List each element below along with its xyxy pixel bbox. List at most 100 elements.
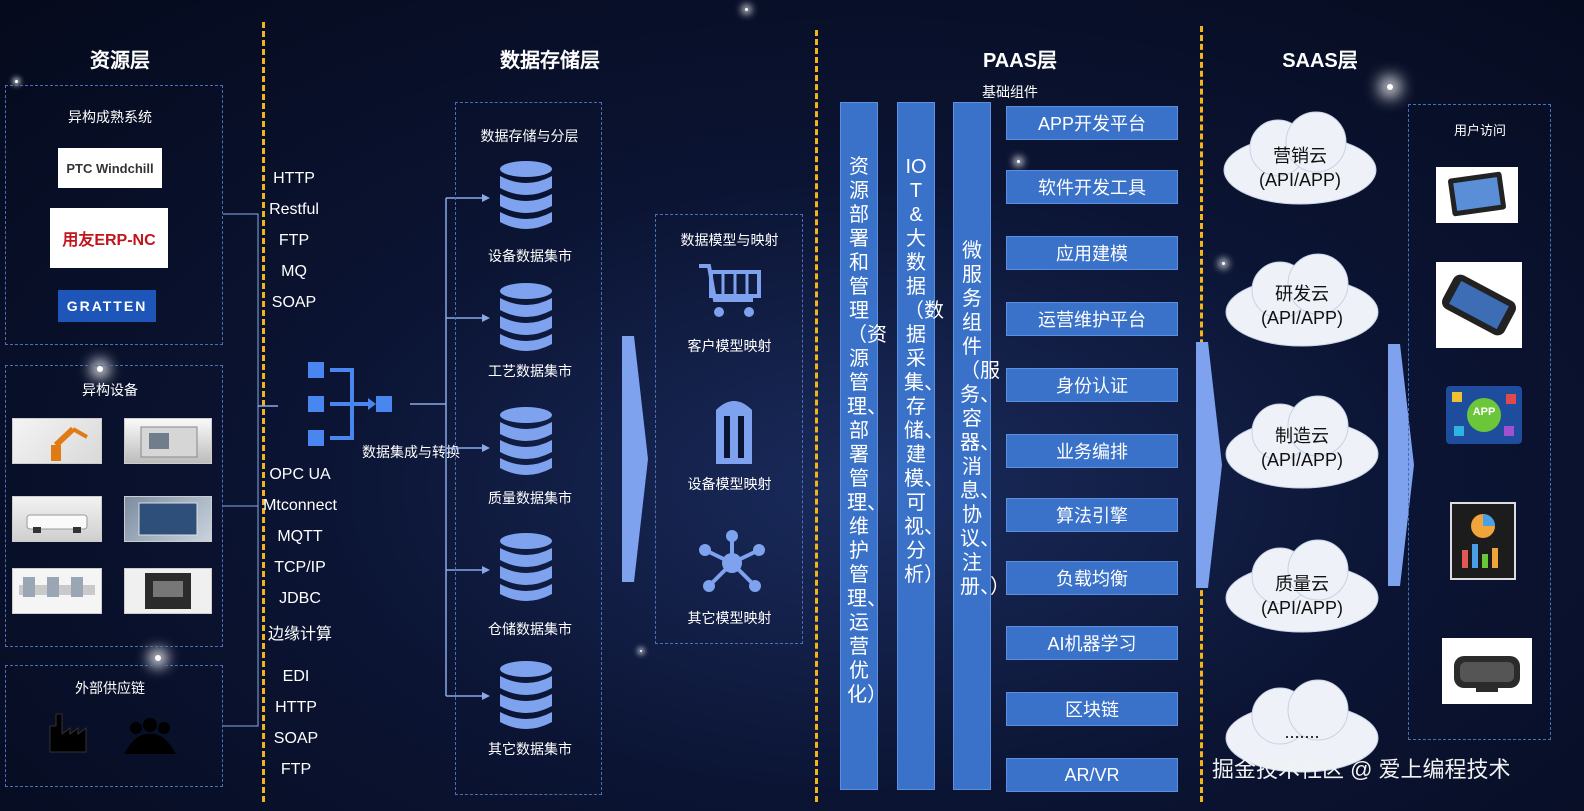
dashboard-tablet-icon <box>1450 502 1516 580</box>
microservice-bar: 微服务组件（服务、容器、消息、协议、注册、） <box>953 102 1010 790</box>
star <box>155 655 161 661</box>
shopping-cart-icon <box>697 262 763 320</box>
component-identity-auth: 身份认证 <box>1006 368 1178 402</box>
data-storage-box <box>455 102 602 795</box>
data-model-box <box>655 214 803 644</box>
network-hub-icon <box>697 530 767 596</box>
resource-layer-title: 资源层 <box>90 48 150 72</box>
database-icon <box>498 282 554 354</box>
quality-cloud: 质量云 (API/APP) <box>1222 536 1382 636</box>
base-components-label: 基础组件 <box>982 85 1038 101</box>
data-integration-label: 数据集成与转换 <box>362 445 460 461</box>
protocol-label: Mtconnect <box>263 497 337 514</box>
yonyou-erp-logo: 用友ERP-NC <box>50 208 168 268</box>
data-mart-label: 工艺数据集市 <box>488 364 572 380</box>
resource-deployment-text: 资源部署和管理（资源管理、部署管理、维护管理、运营优化） <box>847 156 887 706</box>
component-load-balance: 负载均衡 <box>1006 561 1178 595</box>
vr-headset-icon <box>1442 638 1532 704</box>
heterogeneous-devices-box <box>5 365 223 647</box>
cnc-machine-image <box>124 418 212 464</box>
protocol-label: Restful <box>269 201 319 218</box>
star <box>1222 262 1225 265</box>
iot-bigdata-bar: IOT&大数据（数据采集、存储、建模、可视、分析） <box>897 102 944 790</box>
manufacturing-cloud: 制造云 (API/APP) <box>1222 392 1382 492</box>
smartphone-icon <box>1436 262 1522 348</box>
protocol-label: HTTP <box>273 170 315 187</box>
data-mart-label: 其它数据集市 <box>488 742 572 758</box>
heterogeneous-systems-title: 异构成熟系统 <box>68 110 152 126</box>
data-mart-label: 质量数据集市 <box>488 491 572 507</box>
star <box>1017 160 1020 163</box>
3d-printer-image <box>124 568 212 614</box>
rnd-cloud: 研发云 (API/APP) <box>1222 250 1382 350</box>
data-mart-label: 设备数据集市 <box>488 249 572 265</box>
protocol-label: HTTP <box>275 699 317 716</box>
people-group-icon <box>122 716 178 754</box>
more-cloud: ....... <box>1222 676 1382 776</box>
database-icon <box>498 406 554 478</box>
protocol-label: FTP <box>278 232 310 249</box>
protocol-label: MQ <box>281 263 307 280</box>
production-line-image <box>12 568 102 614</box>
protocol-label: FTP <box>280 761 312 778</box>
component-ar-vr: AR/VR <box>1006 758 1178 792</box>
protocol-label: OPC UA <box>269 466 331 483</box>
connector-lines <box>223 213 278 727</box>
heterogeneous-devices-title: 异构设备 <box>82 383 138 399</box>
microservice-text: 微服务组件（服务、容器、消息、协议、注册、） <box>960 240 1010 598</box>
data-mart-label: 仓储数据集市 <box>488 622 572 638</box>
data-storage-title: 数据存储与分层 <box>480 129 579 145</box>
component-ai-ml: AI机器学习 <box>1006 626 1178 660</box>
star <box>1387 84 1393 90</box>
database-icon <box>498 532 554 604</box>
external-supply-chain-title: 外部供应链 <box>75 681 145 697</box>
gratten-logo: GRATTEN <box>58 290 156 322</box>
model-mapping-label: 客户模型映射 <box>687 339 772 355</box>
chevron-right-icon <box>1196 342 1222 588</box>
paas-layer-title: PAAS层 <box>982 50 1058 72</box>
branch-arrows <box>410 194 490 700</box>
factory-icon <box>48 712 92 754</box>
protocol-label: TCP/IP <box>274 559 326 576</box>
component-dev-tools: 软件开发工具 <box>1006 170 1178 204</box>
heterogeneous-systems-box <box>5 85 223 345</box>
protocol-label: 边缘计算 <box>267 626 332 643</box>
robot-arm-image <box>12 418 102 464</box>
model-mapping-label: 设备模型映射 <box>687 477 772 493</box>
star <box>97 366 103 372</box>
database-icon <box>498 160 554 232</box>
tablet-device-icon <box>1436 167 1518 223</box>
model-mapping-label: 其它模型映射 <box>687 611 772 627</box>
watermark-text: 掘金技术社区 @ 爱上编程技术 <box>1212 757 1511 782</box>
database-icon <box>498 660 554 732</box>
protocol-label: JDBC <box>279 590 321 607</box>
component-app-platform: APP开发平台 <box>1006 106 1178 140</box>
user-access-box <box>1408 104 1551 740</box>
app-store-icon: APP <box>1446 386 1522 444</box>
silo-icon <box>710 394 758 466</box>
data-integration-icon <box>306 358 398 450</box>
protocol-label: MQTT <box>277 528 323 545</box>
component-orchestration: 业务编排 <box>1006 434 1178 468</box>
storage-layer-title: 数据存储层 <box>500 48 600 72</box>
agv-image <box>12 496 102 542</box>
star <box>745 8 748 11</box>
resource-deployment-bar: 资源部署和管理（资源管理、部署管理、维护管理、运营优化） <box>840 102 887 790</box>
protocol-label: EDI <box>282 668 310 685</box>
component-app-modeling: 应用建模 <box>1006 236 1178 270</box>
divider-line <box>815 30 818 802</box>
component-blockchain: 区块链 <box>1006 692 1178 726</box>
component-ops-platform: 运营维护平台 <box>1006 302 1178 336</box>
star <box>640 650 642 652</box>
star <box>15 80 18 83</box>
ptc-windchill-logo: PTC Windchill <box>58 148 162 188</box>
saas-layer-title: SAAS层 <box>1282 50 1358 72</box>
user-access-title: 用户访问 <box>1453 124 1506 139</box>
divider-line <box>262 22 265 802</box>
iot-bigdata-text: IOT&大数据（数据采集、存储、建模、可视、分析） <box>904 156 944 586</box>
component-algorithm-engine: 算法引擎 <box>1006 498 1178 532</box>
tablet-operator-image <box>124 496 212 542</box>
chevron-right-icon <box>1388 344 1414 586</box>
data-model-title: 数据模型与映射 <box>680 233 779 249</box>
marketing-cloud: 营销云 (API/APP) <box>1220 108 1380 208</box>
